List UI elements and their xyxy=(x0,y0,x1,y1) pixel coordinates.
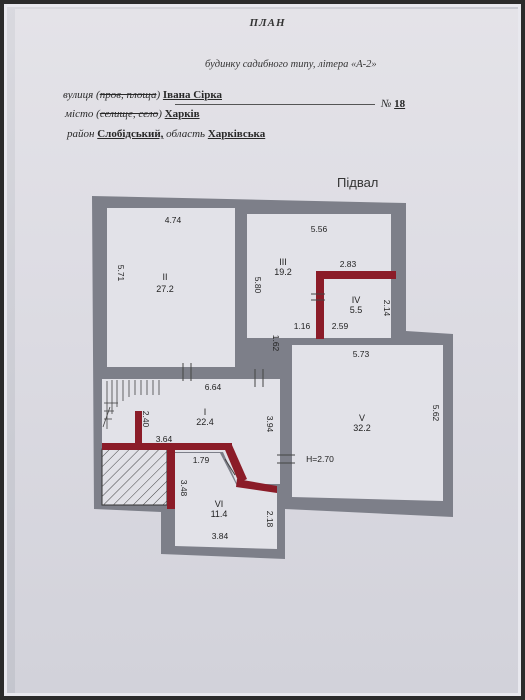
room-v-floor xyxy=(292,345,443,501)
number-label: № xyxy=(381,98,392,110)
street-paren: ) xyxy=(156,89,161,101)
dim-5-71: 5.71 xyxy=(116,265,126,282)
room-area-i: 22.4 xyxy=(196,417,214,427)
region-label: область xyxy=(166,128,206,140)
city-value: Харків xyxy=(164,108,200,120)
street-value: Івана Сірка xyxy=(162,89,223,101)
street-label: вулиця ( xyxy=(63,89,100,101)
dim-2-59: 2.59 xyxy=(332,321,349,331)
room-area-iv: 5.5 xyxy=(350,305,363,315)
dim-5-73: 5.73 xyxy=(353,349,370,359)
door-marks xyxy=(182,293,325,476)
district-value: Слобідський, xyxy=(97,128,164,140)
city-struck-text: селище, село xyxy=(99,108,159,120)
district-label: район xyxy=(67,128,95,140)
street-struck-text: пров, площа xyxy=(99,89,157,101)
dim-3-48: 3.48 xyxy=(179,480,189,497)
dim-1-62: 1.62 xyxy=(271,335,281,352)
doc-title: ПЛАН xyxy=(249,17,286,29)
dim-2-18: 2.18 xyxy=(265,511,275,528)
dim-1-16: 1.16 xyxy=(294,321,311,331)
document-page: ПЛАН будинку садибного типу, літера «А-2… xyxy=(15,9,518,693)
dim-5-56: 5.56 xyxy=(311,224,328,234)
staircase xyxy=(102,380,160,429)
room-label-vi: VI xyxy=(215,499,224,509)
hatched-area xyxy=(101,448,168,506)
room-area-ii: 27.2 xyxy=(156,284,174,294)
city-line: місто (селище, село) Харків xyxy=(65,108,200,120)
dim-4-74: 4.74 xyxy=(165,215,182,225)
room-label-v: V xyxy=(359,413,365,423)
dim-2-40: 2.40 xyxy=(141,411,151,428)
house-number-line: № 18 xyxy=(381,98,405,110)
street-line: вулиця (пров, площа) Івана Сірка xyxy=(63,89,222,101)
dim-3-94: 3.94 xyxy=(265,416,275,433)
region-value: Харківська xyxy=(207,128,266,140)
room-area-iii: 19.2 xyxy=(274,267,292,277)
dim-3-84: 3.84 xyxy=(212,531,229,541)
dim-5-62: 5.62 xyxy=(431,405,441,422)
dimension-labels: 4.74 5.71 5.56 5.80 2.83 2.14 1.16 2.59 … xyxy=(116,215,441,541)
floor-plan: II 27.2 III 19.2 IV 5.5 I 22.4 V 32.2 VI… xyxy=(92,196,453,559)
photo-frame: ПЛАН будинку садибного типу, літера «А-2… xyxy=(4,4,521,696)
highlighted-walls xyxy=(102,271,396,509)
city-label: місто ( xyxy=(65,108,100,120)
number-value: 18 xyxy=(394,98,406,110)
district-line: район Слобідський, область Харківська xyxy=(67,128,265,140)
doc-subtitle: будинку садибного типу, літера «А-2» xyxy=(205,59,377,70)
room-ii-floor xyxy=(107,208,235,367)
dim-2-14: 2.14 xyxy=(382,300,392,317)
dim-6-64: 6.64 xyxy=(205,382,222,392)
room-label-i: I xyxy=(204,407,207,417)
room-area-vi: 11.4 xyxy=(211,509,228,519)
room-labels: II 27.2 III 19.2 IV 5.5 I 22.4 V 32.2 VI… xyxy=(156,257,371,519)
room-vi-floor xyxy=(175,453,277,549)
room-label-ii: II xyxy=(162,272,167,282)
dim-2-83: 2.83 xyxy=(340,259,357,269)
room-area-v: 32.2 xyxy=(353,423,371,433)
dim-3-64: 3.64 xyxy=(156,434,173,444)
room-label-iv: IV xyxy=(352,295,361,305)
level-title: Підвал xyxy=(337,175,379,190)
street-underline xyxy=(175,104,375,105)
dim-5-80: 5.80 xyxy=(253,277,263,294)
city-paren: ) xyxy=(158,108,162,120)
dim-1-79: 1.79 xyxy=(193,455,210,465)
ceiling-height-label: H=2.70 xyxy=(306,454,334,464)
room-label-iii: III xyxy=(279,257,287,267)
